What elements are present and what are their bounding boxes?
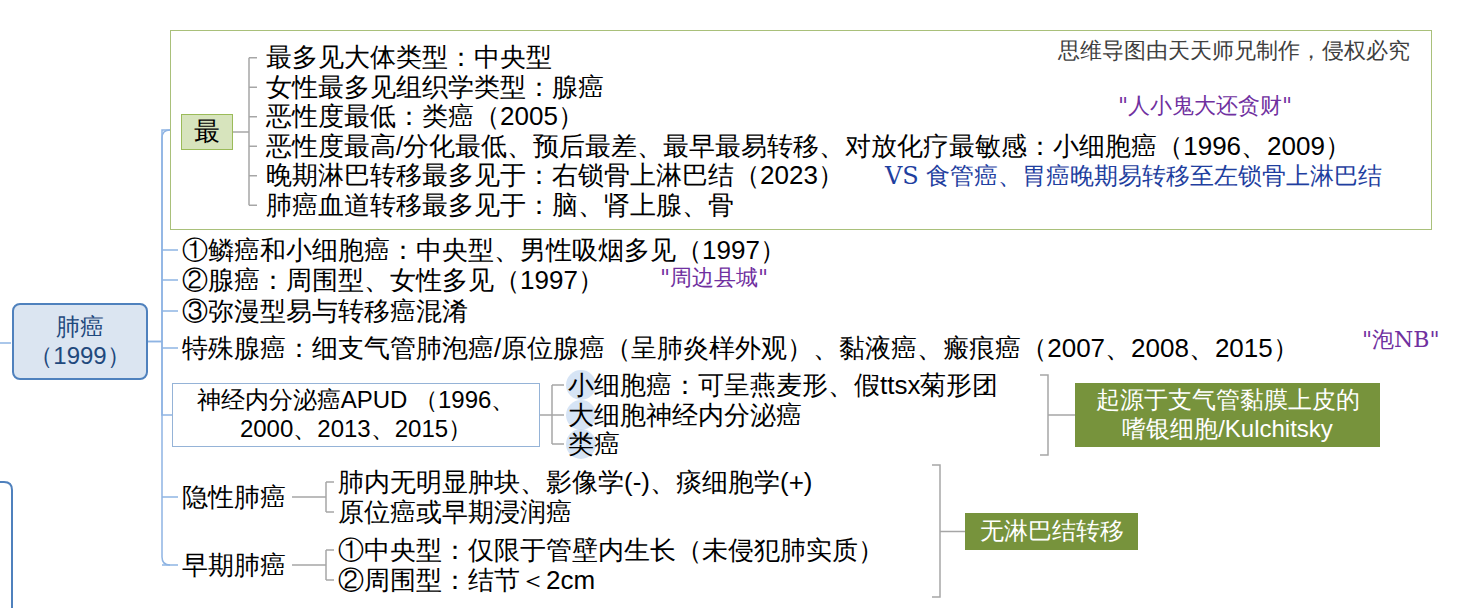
bracket-line	[292, 496, 326, 498]
leaf-text: 肺内无明显肿块、影像学(-)、痰细胞学(+)	[338, 467, 812, 497]
leaf-text: 原位癌或早期浸润癌	[338, 497, 572, 527]
node-text: 女性最多见组织学类型：腺癌	[266, 73, 604, 103]
tree-connector	[148, 130, 170, 342]
node-text: 恶性度最高/分化最低、预后最差、最早最易转移、对放化疗最敏感：小细胞癌（1996…	[266, 132, 1351, 162]
bracket-tick	[326, 481, 334, 483]
node-text: 肺癌血道转移最多见于：脑、肾上腺、骨	[266, 191, 734, 221]
node-text: 肺癌 （1999）	[20, 313, 140, 371]
bracket-tick	[249, 57, 257, 59]
bracket-tick	[552, 443, 564, 445]
branch-text: 特殊腺癌：细支气管肺泡癌/原位腺癌（呈肺炎样外观）、黏液癌、瘢痕癌（2007、2…	[182, 333, 1299, 363]
branch-tick	[162, 564, 178, 566]
branch-text: 早期肺癌	[182, 550, 286, 580]
bracket-line	[233, 131, 249, 133]
comparison-note: VS 食管癌、胃癌晚期易转移至左锁骨上淋巴结	[885, 161, 1382, 191]
conclusion-box: 无淋巴结转移	[965, 513, 1138, 550]
neighbor-box-edge	[0, 482, 12, 608]
bracket-line	[540, 414, 552, 416]
leaf-text: ①中央型：仅限于管壁内生长（未侵犯肺实质）	[338, 535, 884, 565]
branch-text: ③弥漫型易与转移癌混淆	[182, 296, 468, 326]
leaf-text: 类癌	[568, 429, 620, 459]
bracket-tick	[326, 511, 334, 513]
node-text: 无淋巴结转移	[973, 517, 1130, 546]
mnemonic-note: "泡NB"	[1362, 325, 1440, 355]
bracket-line	[292, 564, 326, 566]
bracket-line	[325, 482, 327, 512]
branch-tick	[162, 310, 178, 312]
bracket-tick	[552, 384, 564, 386]
bracket-tick	[249, 146, 257, 148]
parent-link	[0, 342, 11, 344]
bracket-line	[325, 550, 327, 580]
bracket-tick	[249, 116, 257, 118]
bracket-line	[940, 531, 965, 533]
bracket-line	[1040, 375, 1048, 455]
mnemonic-note: "人小鬼大还贪财"	[1118, 91, 1292, 121]
branch-tick	[162, 279, 178, 281]
branch-text: 隐性肺癌	[182, 482, 286, 512]
node-text: 恶性度最低：类癌（2005）	[266, 102, 584, 132]
watermark: 思维导图由天天师兄制作，侵权必究	[1058, 36, 1410, 66]
mnemonic-note: "周边县城"	[660, 263, 768, 293]
leaf-text: 小细胞癌：可呈燕麦形、假ttsx菊形团	[568, 370, 998, 400]
branch-text: ②腺癌：周围型、女性多见（1997）	[182, 265, 604, 295]
conclusion-box: 起源于支气管黏膜上皮的 嗜银细胞/Kulchitsky	[1075, 383, 1380, 447]
node-text: 最	[182, 116, 232, 147]
root-topic: 肺癌 （1999）	[12, 303, 148, 380]
bracket-tick	[249, 175, 257, 177]
node-text: 神经内分泌癌APUD （1996、2000、2013、2015）	[179, 386, 533, 444]
leaf-text: ②周围型：结节＜2cm	[338, 565, 595, 595]
node-text: 最多见大体类型：中央型	[266, 43, 552, 73]
bracket-tick	[249, 205, 257, 207]
branch-tick	[162, 249, 178, 251]
bracket-tick	[326, 549, 334, 551]
branch-tick	[162, 347, 178, 349]
bracket-tick	[249, 87, 257, 89]
bracket-line	[932, 465, 940, 597]
tree-connector	[148, 342, 172, 416]
branch-text: ①鳞癌和小细胞癌：中央型、男性吸烟多见（1997）	[182, 235, 786, 265]
bracket-tick	[326, 579, 334, 581]
bracket-line	[1048, 414, 1075, 416]
tag-box: 最	[181, 114, 233, 150]
branch-tick	[162, 496, 178, 498]
bracket-tick	[552, 414, 564, 416]
bracket-line	[248, 58, 250, 206]
node-text: 晚期淋巴转移最多见于：右锁骨上淋巴结（2023）	[266, 161, 844, 191]
category-box: 神经内分泌癌APUD （1996、2000、2013、2015）	[172, 383, 540, 447]
leaf-text: 大细胞神经内分泌癌	[568, 400, 802, 430]
node-text: 起源于支气管黏膜上皮的 嗜银细胞/Kulchitsky	[1083, 386, 1372, 444]
